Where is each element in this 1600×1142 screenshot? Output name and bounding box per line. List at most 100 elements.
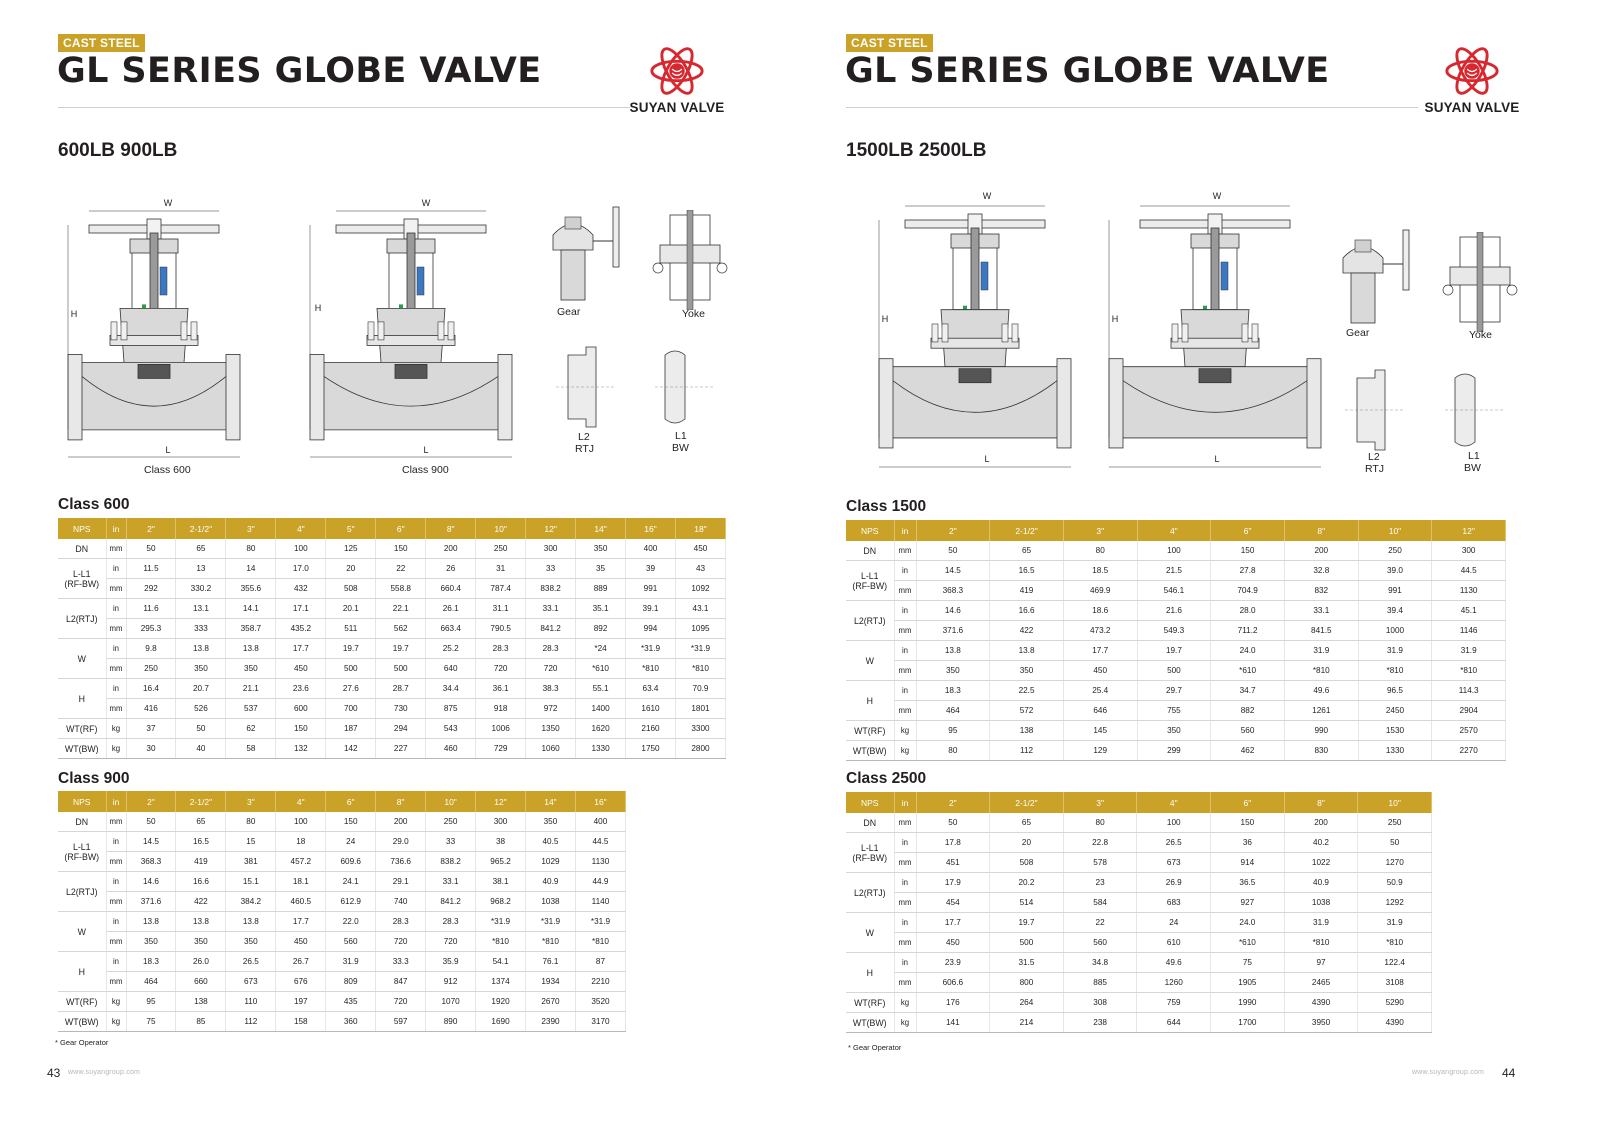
table-cell: 13.1 [175,598,227,619]
table-cell: *31.9 [525,911,576,932]
table-cell: 720 [375,931,427,952]
table-cell: 40.9 [1284,872,1359,893]
table-cell: 17.7 [275,911,327,932]
table-cell: 264 [989,992,1064,1013]
table-cell: 25.4 [1063,680,1138,701]
row-unit: kg [894,740,917,761]
table-cell: 889 [575,578,627,599]
bonnet-bolt [931,323,939,343]
stem-indicator [980,261,989,291]
row-unit: mm [106,698,127,719]
header-size: 8" [425,518,477,539]
table-cell: 1038 [525,891,576,912]
table-cell: 13.8 [989,640,1064,661]
table-cell: 419 [175,851,227,872]
gear-operator-drawing [1342,229,1410,324]
table-cell: 26.1 [425,598,477,619]
website-link[interactable]: www.suyangroup.com [1412,1069,1485,1076]
table-cell: 38.3 [525,678,577,699]
table-cell: 991 [1358,580,1433,601]
table-cell: 31.9 [1358,640,1433,661]
header-size: 2" [126,791,177,812]
row-unit: in [894,640,917,661]
header-size: 16" [575,791,627,812]
yoke-eyelet [1506,284,1518,296]
caption-l1: L1 [1468,450,1480,462]
table-cell: 50.9 [1357,872,1432,893]
table-cell: 76.1 [525,951,576,972]
caption-gear: Gear [1346,327,1370,339]
logo-orbit [1455,47,1489,95]
table-cell: 17.0 [275,558,327,579]
table-cell: 37 [126,718,177,739]
logo-text: SUYAN VALVE [629,100,725,115]
table-cell: 26.5 [1136,832,1212,853]
table-cell: 13.8 [175,911,227,932]
table-cell: 450 [1063,660,1138,681]
table-cell: 13.8 [225,638,277,659]
row-unit: in [106,678,127,699]
disc [137,363,171,379]
table-cell: 20.2 [989,872,1064,893]
table-cell: 9.8 [126,638,177,659]
flow-passage [892,380,1058,413]
table-cell: 13.8 [175,638,227,659]
flow-passage [1122,380,1308,413]
header-nps: NPS [846,520,895,541]
caption-bw: BW [1464,462,1481,474]
table-cell: 740 [375,891,427,912]
table-cell: 28.3 [475,638,527,659]
table-cell: 14.6 [916,600,991,621]
table-cell: *810 [1284,932,1359,953]
dimension-label-l: L [423,445,428,455]
table-cell: 13.8 [126,911,177,932]
table-cell: 31.9 [1431,640,1506,661]
row-parameter: W [846,912,895,953]
table-cell: *31.9 [475,911,526,932]
table-cell: 422 [175,891,227,912]
table-cell: 435.2 [275,618,327,639]
table-heading-class2500: Class 2500 [846,770,927,787]
table-cell: 578 [1063,852,1138,873]
table-cell: 23.6 [275,678,327,699]
header-size: 14" [525,791,576,812]
table-cell: 13.8 [916,640,991,661]
category-tag: CAST STEEL [58,34,145,52]
table-cell: 875 [425,698,477,719]
table-cell: 75 [1210,952,1285,973]
table-cell: 2904 [1431,700,1506,721]
dimension-label-l: L [984,454,989,464]
header-size: 10" [1357,792,1432,813]
website-link[interactable]: www.suyangroup.com [68,1069,141,1076]
table-cell: 990 [1284,720,1359,741]
bonnet-bolt [1011,323,1019,343]
table-cell: 26.5 [225,951,277,972]
table-cell: 158 [275,1011,327,1032]
dimension-label-w: W [983,191,992,201]
logo-orbit [660,47,694,95]
rtj-end-drawing [1345,369,1405,451]
bonnet-bolt [120,321,128,341]
table-cell: 1292 [1357,892,1432,913]
table-cell: 23 [1063,872,1138,893]
table-cell: 560 [1210,720,1285,741]
bonnet-bolt [367,321,375,341]
bonnet-bolt [377,321,385,341]
table-cell: 511 [325,618,377,639]
table-cell: 882 [1210,700,1285,721]
row-unit: mm [106,851,127,872]
table-cell: 28.3 [425,911,477,932]
table-cell: 1905 [1210,972,1285,993]
end-flange [497,353,513,441]
row-unit: kg [106,991,127,1012]
table-cell: 150 [275,718,327,739]
end-flange [1056,358,1072,449]
end-flange [67,353,83,441]
disc [394,363,428,379]
table-cell: 122.4 [1357,952,1432,973]
